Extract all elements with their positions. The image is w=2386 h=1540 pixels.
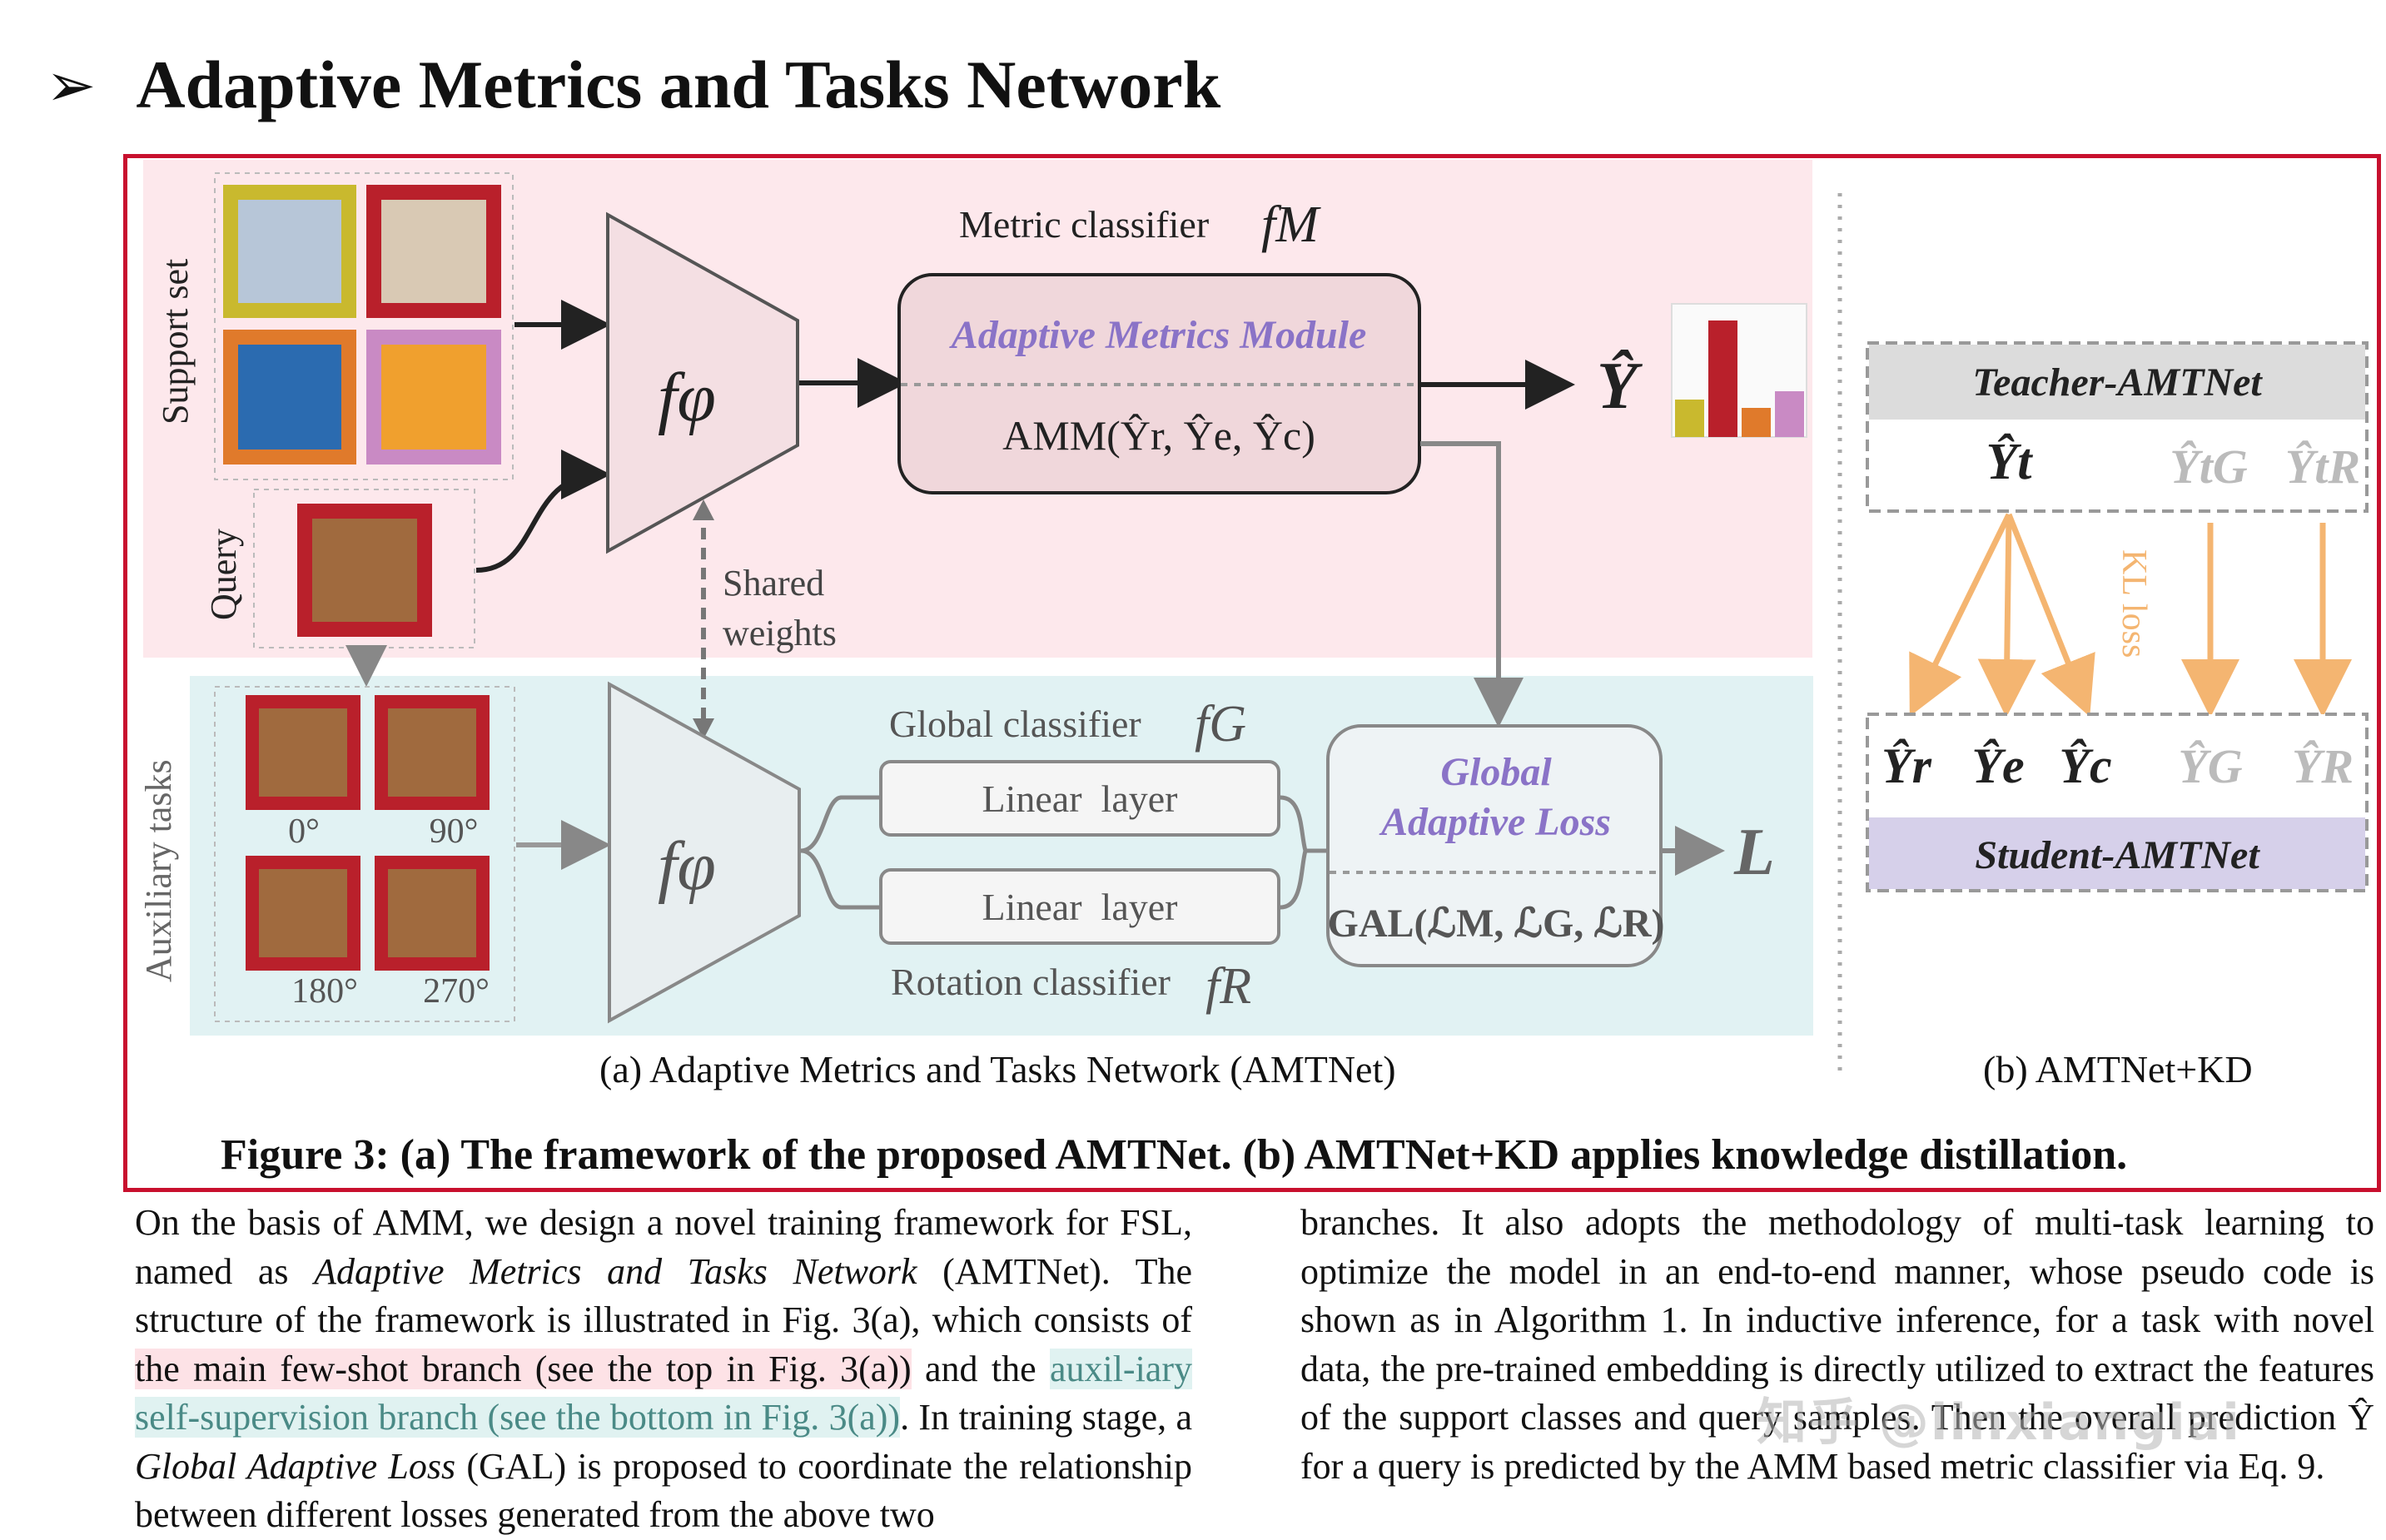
student-output-yr: Ŷr — [1881, 738, 1932, 793]
figure-highlight-frame — [123, 154, 2381, 1192]
body-text-left: On the basis of AMM, we design a novel t… — [135, 1202, 1193, 1535]
auxiliary-tasks-label: Auxiliary tasks — [138, 759, 179, 982]
caption-b: (b) AMTNet+KD — [1983, 1048, 2253, 1090]
prediction-bar-icon — [1671, 303, 1807, 438]
svg-text:Adaptive Metrics Module: Adaptive Metrics Module — [949, 313, 1367, 357]
metric-classifier-label: Metric classifier — [959, 203, 1209, 246]
student-output-yg: ŶG — [2178, 739, 2242, 793]
global-adaptive-loss — [1326, 724, 1663, 967]
angle-270: 270° — [423, 972, 490, 1011]
bar-2 — [1708, 320, 1737, 437]
encoder-top — [606, 211, 799, 554]
svg-text:GAL(ℒM, ℒG, ℒR): GAL(ℒM, ℒG, ℒR) — [1328, 902, 1665, 946]
rotation-symbol: fR — [1205, 958, 1251, 1015]
body-text-right: branches. It also adopts the methodology… — [1300, 1202, 2374, 1487]
kl-loss-label: KL loss — [2115, 549, 2153, 658]
figure-caption: Figure 3: (a) The framework of the propo… — [221, 1131, 2128, 1179]
highlight-main-branch: the main few-shot branch (see the top in… — [135, 1348, 912, 1389]
student-label: Student-AMTNet — [1975, 833, 2260, 877]
linear-layer-2 — [879, 868, 1280, 945]
arrow-bullet-icon: ➢ — [46, 50, 97, 120]
bar-1 — [1675, 400, 1704, 437]
amtnet-figure: Support set Query fφ Shared weights Metr… — [138, 160, 2369, 1078]
query-label: Query — [203, 529, 244, 620]
svg-text:fφ: fφ — [658, 359, 716, 436]
global-symbol: fG — [1195, 696, 1246, 753]
caption-a: (a) Adaptive Metrics and Tasks Network (… — [599, 1048, 1396, 1090]
global-classifier-label: Global classifier — [889, 703, 1141, 745]
support-set-label: Support set — [155, 259, 196, 425]
angle-0: 0° — [288, 812, 320, 851]
bar-4 — [1775, 391, 1804, 437]
student-output-ye: Ŷe — [1971, 738, 2024, 793]
svg-text:Linear layer: Linear layer — [982, 777, 1178, 820]
svg-text:weights: weights — [723, 613, 837, 653]
angle-180: 180° — [291, 972, 358, 1011]
teacher-output-yt: Ŷt — [1986, 434, 2033, 490]
svg-text:AMM(Ŷr, Ŷe, Ŷc): AMM(Ŷr, Ŷe, Ŷc) — [1002, 412, 1315, 459]
teacher-output-ytg: ŶtG — [2170, 440, 2248, 494]
linear-layer-1 — [879, 760, 1280, 837]
watermark: 知乎 @linxiangiai — [1757, 1393, 2241, 1452]
loss-l: L — [1733, 816, 1775, 889]
teacher-label: Teacher-AMTNet — [1972, 360, 2263, 405]
section-heading: ➢ Adaptive Metrics and Tasks Network — [46, 46, 1220, 124]
page-title: Adaptive Metrics and Tasks Network — [136, 47, 1221, 122]
metric-symbol: fM — [1261, 196, 1321, 253]
rotation-classifier-label: Rotation classifier — [891, 961, 1171, 1003]
svg-text:Global: Global — [1440, 750, 1552, 794]
shared-weights-label: Shared — [723, 563, 824, 604]
svg-text:fφ: fφ — [658, 827, 716, 905]
student-output-yrr: ŶR — [2292, 739, 2354, 793]
student-output-yc: Ŷc — [2059, 738, 2111, 793]
encoder-bottom — [608, 681, 801, 1024]
prediction-y-hat: Ŷ — [1597, 350, 1643, 423]
angle-90: 90° — [430, 812, 479, 851]
svg-text:Linear layer: Linear layer — [982, 886, 1178, 928]
teacher-output-ytr: ŶtR — [2285, 440, 2360, 494]
bar-3 — [1742, 408, 1771, 437]
svg-text:Adaptive Loss: Adaptive Loss — [1379, 800, 1611, 844]
